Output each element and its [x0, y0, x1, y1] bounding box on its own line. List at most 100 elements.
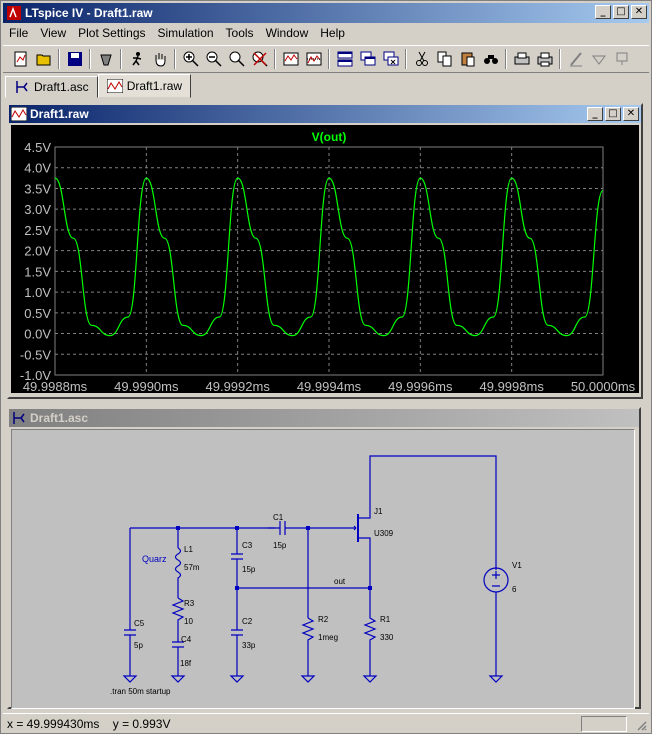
- zoom-cancel-icon[interactable]: [248, 48, 271, 70]
- label-icon[interactable]: [610, 48, 633, 70]
- schematic-canvas[interactable]: Quarz L1 57m R3 10 C4 18f C5 5p C3 15p C…: [11, 429, 635, 709]
- menu-file[interactable]: File: [9, 26, 29, 40]
- ground-symbol: [488, 675, 504, 683]
- trace-vout: [54, 177, 604, 337]
- c4-value: 18f: [180, 659, 192, 668]
- resistor-r2: [301, 617, 315, 676]
- menu-tools[interactable]: Tools: [225, 26, 254, 40]
- waveform-icon: [11, 107, 27, 121]
- ground-symbol: [300, 675, 316, 683]
- toolbar-separator: [58, 49, 60, 69]
- menu-window[interactable]: Window: [265, 26, 309, 40]
- net-out-label: out: [334, 577, 346, 586]
- v1-value: 6: [512, 585, 517, 594]
- pan-icon[interactable]: [148, 48, 171, 70]
- waveform-window-titlebar: Draft1.raw _ □ ✕: [9, 105, 641, 123]
- control-panel-icon[interactable]: [94, 48, 117, 70]
- junction-dot: [235, 586, 239, 590]
- c2-ref: C2: [242, 617, 253, 626]
- open-icon[interactable]: [32, 48, 55, 70]
- trace-title: V(out): [312, 130, 347, 144]
- x-tick-label: 49.9990ms: [114, 379, 179, 393]
- zoom-out-icon[interactable]: [202, 48, 225, 70]
- find-icon[interactable]: [479, 48, 502, 70]
- status-panel: [581, 715, 627, 732]
- waveform-icon: [106, 79, 123, 93]
- status-bar: x = 49.999430ms y = 0.993V: [3, 713, 649, 733]
- cut-icon[interactable]: [410, 48, 433, 70]
- toolbar-separator: [274, 49, 276, 69]
- copy-icon[interactable]: [433, 48, 456, 70]
- y-tick-label: 0.5V: [24, 306, 51, 321]
- toolbar: [3, 45, 649, 73]
- maximize-button[interactable]: □: [613, 5, 629, 19]
- schematic-icon: [13, 412, 25, 424]
- menu-view[interactable]: View: [40, 26, 67, 40]
- x-tick-label: 50.0000ms: [571, 379, 636, 393]
- r1-ref: R1: [380, 615, 391, 624]
- y-tick-label: 1.0V: [24, 285, 51, 300]
- maximize-button[interactable]: □: [605, 107, 621, 121]
- y-tick-label: 0.0V: [24, 327, 51, 342]
- minimize-button[interactable]: _: [587, 107, 603, 121]
- waveform-window-title: Draft1.raw: [30, 107, 89, 121]
- title-bar: LTspice IV - Draft1.raw _ □ ✕: [3, 3, 649, 23]
- menu-help[interactable]: Help: [320, 26, 345, 40]
- save-icon[interactable]: [63, 48, 86, 70]
- schematic-drawing[interactable]: Quarz L1 57m R3 10 C4 18f C5 5p C3 15p C…: [12, 430, 634, 708]
- close-all-icon[interactable]: [379, 48, 402, 70]
- print-icon[interactable]: [533, 48, 556, 70]
- l1-value: 57m: [184, 563, 200, 572]
- minimize-button[interactable]: _: [595, 5, 611, 19]
- plot-settings-icon[interactable]: [302, 48, 325, 70]
- new-schematic-icon[interactable]: [9, 48, 32, 70]
- ground-symbol: [229, 675, 245, 683]
- y-tick-label: -0.5V: [20, 347, 51, 362]
- c1-ref: C1: [273, 513, 284, 522]
- x-tick-label: 49.9996ms: [388, 379, 453, 393]
- resize-grip-icon[interactable]: [635, 719, 647, 731]
- j1-value: U309: [374, 529, 394, 538]
- autorange-icon[interactable]: [279, 48, 302, 70]
- run-icon[interactable]: [125, 48, 148, 70]
- draw-line-icon[interactable]: [564, 48, 587, 70]
- tile-horizontal-icon[interactable]: [333, 48, 356, 70]
- capacitor-c4: [172, 641, 184, 676]
- r3-ref: R3: [184, 599, 195, 608]
- capacitor-c3: [231, 553, 243, 630]
- toolbar-separator: [120, 49, 122, 69]
- schematic-window-titlebar: Draft1.asc: [9, 409, 639, 427]
- tab-label: Draft1.asc: [34, 80, 89, 94]
- toolbar-separator: [405, 49, 407, 69]
- menu-plot-settings[interactable]: Plot Settings: [78, 26, 146, 40]
- menu-simulation[interactable]: Simulation: [157, 26, 214, 40]
- y-tick-label: 4.5V: [24, 140, 51, 155]
- resistor-r1: [363, 588, 377, 676]
- c5-ref: C5: [134, 619, 145, 628]
- zoom-fit-icon[interactable]: [225, 48, 248, 70]
- waveform-plot[interactable]: 4.5V4.0V3.5V3.0V2.5V2.0V1.5V1.0V0.5V0.0V…: [11, 125, 639, 394]
- close-button[interactable]: ✕: [623, 107, 639, 121]
- cascade-icon[interactable]: [356, 48, 379, 70]
- ground-symbol: [362, 675, 378, 683]
- toolbar-separator: [328, 49, 330, 69]
- paste-icon[interactable]: [456, 48, 479, 70]
- tab-draft1-asc[interactable]: Draft1.asc: [5, 76, 98, 98]
- y-tick-label: 4.0V: [24, 161, 51, 176]
- spice-directive: .tran 50m startup: [110, 687, 171, 696]
- r3-value: 10: [184, 617, 193, 626]
- print-preview-icon[interactable]: [510, 48, 533, 70]
- y-tick-label: 1.5V: [24, 264, 51, 279]
- ground-icon[interactable]: [587, 48, 610, 70]
- close-button[interactable]: ✕: [631, 5, 647, 19]
- l1-ref: L1: [184, 545, 193, 554]
- zoom-in-icon[interactable]: [179, 48, 202, 70]
- y-tick-label: 2.5V: [24, 223, 51, 238]
- jfet-gate-arrow: [353, 525, 357, 531]
- v1-ref: V1: [512, 561, 522, 570]
- tab-draft1-raw[interactable]: Draft1.raw: [97, 74, 192, 98]
- toolbar-separator: [89, 49, 91, 69]
- toolbar-separator: [505, 49, 507, 69]
